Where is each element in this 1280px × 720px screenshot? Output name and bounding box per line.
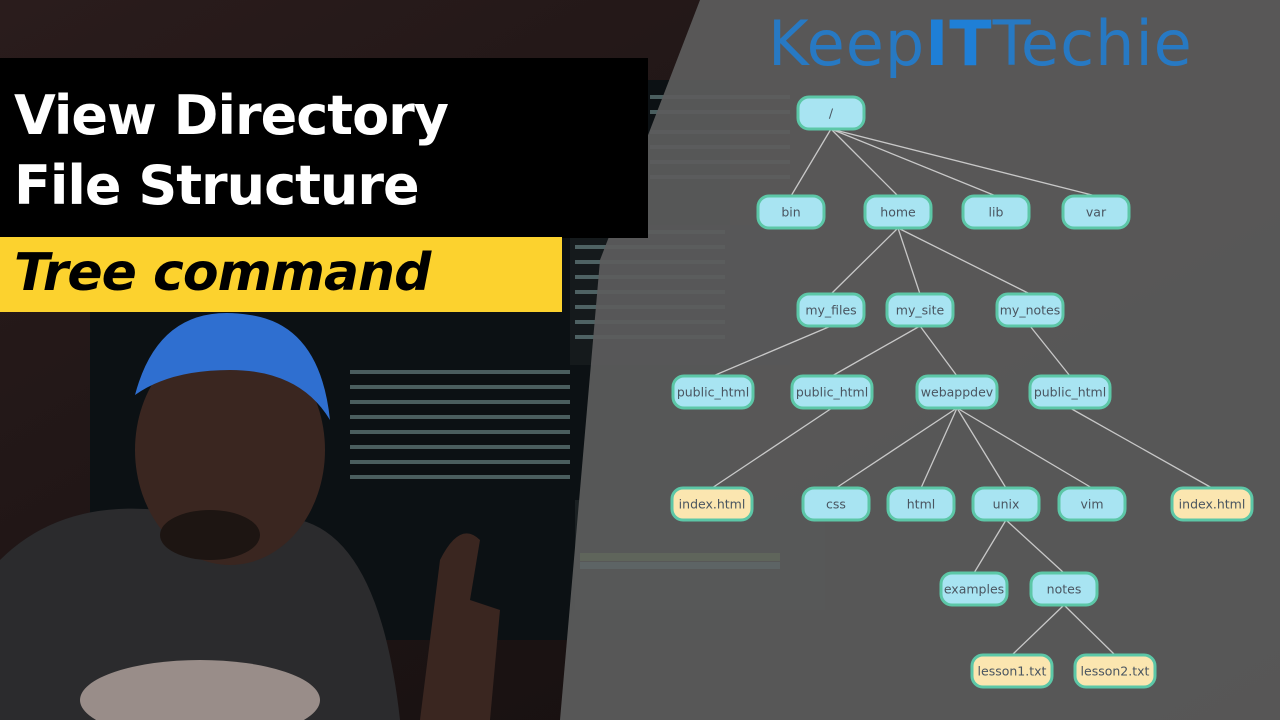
tree-edge [897,227,921,295]
tree-edge [830,128,1097,197]
node-label: my_files [805,303,856,318]
person [0,312,500,720]
tree-edge [830,227,899,295]
node-box [995,292,1065,328]
node-label: public_html [1034,385,1106,400]
subtitle-text: Tree command [14,243,431,303]
node-box [885,292,955,328]
logo-part-keep: Keep [768,7,926,80]
keepittechie-logo: KeepITTechie [768,8,1193,80]
tree-edge [920,407,958,489]
tree-edge [711,407,833,489]
folder-node: bin [756,194,826,230]
node-label: public_html [677,385,749,400]
node-box [790,374,874,410]
tree-edge [790,128,832,197]
title-line-2: File Structure [14,154,420,217]
folder-node: public_html [1028,374,1112,410]
node-label: index.html [679,497,746,512]
node-label: lib [989,205,1004,220]
node-label: webappdev [921,385,994,400]
tree-edge [830,128,899,197]
folder-node: unix [971,486,1041,522]
title-line-1: View Directory [14,84,449,147]
title-banner: View Directory File Structure [0,58,648,238]
folder-node: notes [1029,571,1099,607]
node-label: examples [944,582,1004,597]
node-label: var [1086,205,1107,220]
node-box [756,194,826,230]
folder-node: lib [961,194,1031,230]
folder-node: home [863,194,933,230]
folder-node: my_site [885,292,955,328]
node-label: lesson2.txt [1081,664,1150,679]
node-label: home [880,205,916,220]
node-box [961,194,1031,230]
node-label: lesson1.txt [978,664,1047,679]
subtitle-banner: Tree command [0,237,562,312]
file-node: lesson2.txt [1073,653,1157,689]
file-node: lesson1.txt [970,653,1054,689]
node-label: vim [1080,497,1103,512]
tree-edge [1029,325,1071,377]
folder-node: html [886,486,956,522]
node-label: / [829,106,834,121]
node-box [1057,486,1127,522]
node-box [801,486,871,522]
node-label: public_html [796,385,868,400]
node-box [1170,486,1254,522]
folder-node: public_html [671,374,755,410]
node-box [1029,571,1099,607]
node-box [1061,194,1131,230]
tree-edge [830,128,997,197]
node-label: bin [781,205,800,220]
folder-node: var [1061,194,1131,230]
node-box [970,653,1054,689]
node-label: unix [993,497,1020,512]
tree-edge [956,407,1007,489]
tree-edge [973,519,1007,574]
node-label: css [826,497,846,512]
gray-overlay [560,0,1280,720]
logo-part-techie: Techie [992,7,1193,80]
tree-edge [831,325,921,377]
node-box [670,486,754,522]
node-label: my_notes [1000,303,1061,318]
tree-edge [1011,604,1065,656]
node-box [863,194,933,230]
folder-node: css [801,486,871,522]
node-label: index.html [1179,497,1246,512]
node-label: html [907,497,935,512]
node-box [939,571,1009,607]
tree-edge [919,325,958,377]
folder-node: webappdev [915,374,999,410]
node-box [1028,374,1112,410]
folder-node: vim [1057,486,1127,522]
node-label: notes [1047,582,1082,597]
folder-node: public_html [790,374,874,410]
tree-edge [1063,604,1116,656]
node-label: my_site [896,303,945,318]
tree-edge [897,227,1031,295]
logo-part-it: IT [925,7,993,80]
tree-edge [1005,519,1065,574]
file-node: index.html [1170,486,1254,522]
folder-node: my_notes [995,292,1065,328]
tree-edge [835,407,958,489]
tree-edge [956,407,1093,489]
file-node: index.html [670,486,754,522]
node-box [671,374,755,410]
tree-edge [712,325,832,377]
node-box [796,95,866,131]
node-box [886,486,956,522]
node-box [915,374,999,410]
tree-edge [1069,407,1213,489]
folder-node: examples [939,571,1009,607]
node-box [1073,653,1157,689]
node-box [796,292,866,328]
folder-node: my_files [796,292,866,328]
folder-node: / [796,95,866,131]
node-box [971,486,1041,522]
